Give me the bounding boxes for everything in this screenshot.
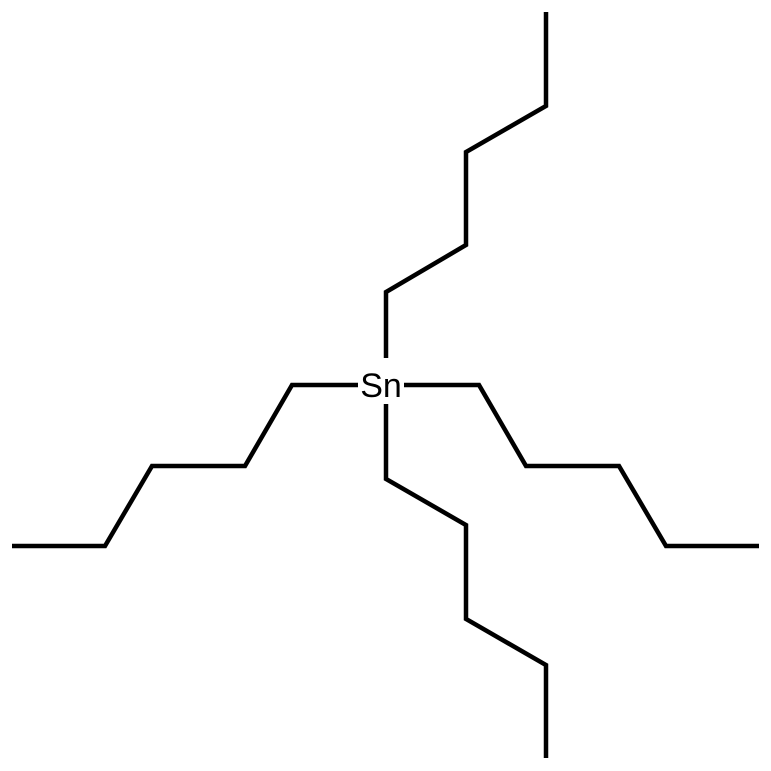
pentyl-chain-down: [383, 404, 549, 758]
pentyl-chain-up: [383, 12, 549, 358]
tin-atom-label: Sn: [360, 367, 402, 405]
pentyl-chain-right: [404, 382, 759, 549]
pentyl-chain-left: [12, 382, 358, 549]
